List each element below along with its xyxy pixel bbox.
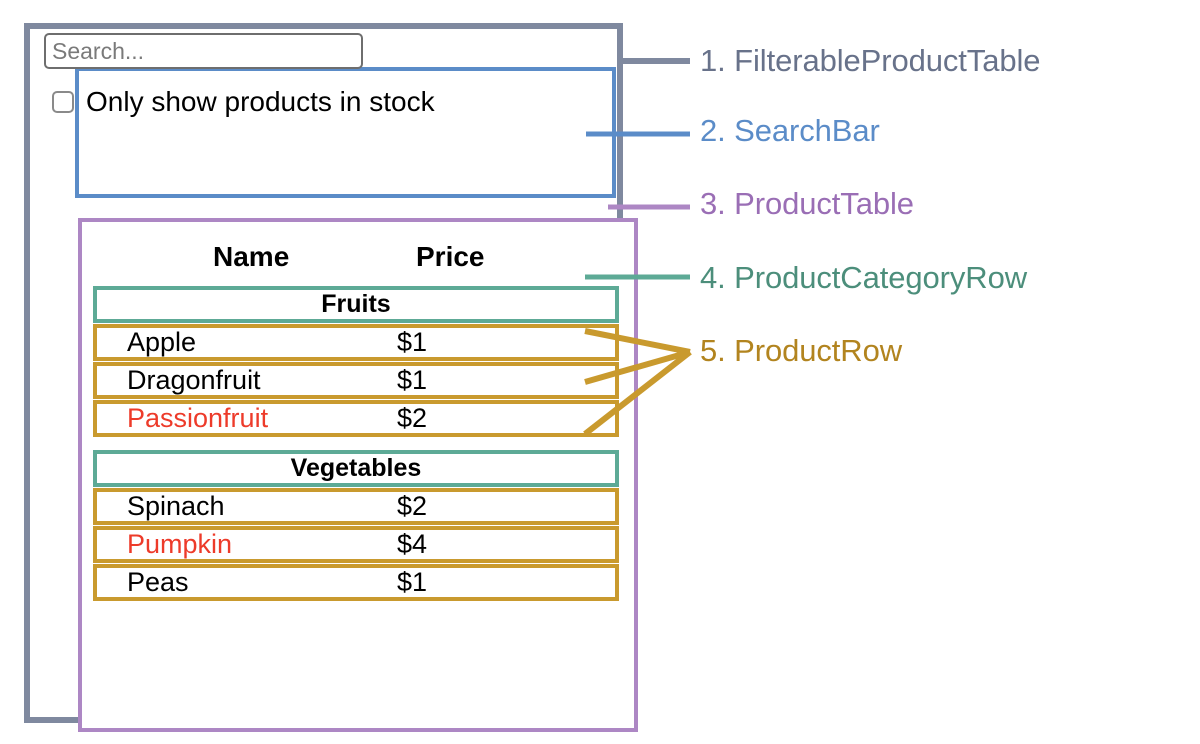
product-price: $1 bbox=[397, 365, 428, 395]
in-stock-filter[interactable]: Only show products in stock bbox=[52, 88, 435, 116]
search-bar-frame bbox=[75, 67, 616, 198]
category-label: Vegetables bbox=[290, 454, 422, 482]
product-price: $2 bbox=[397, 403, 428, 433]
product-table-body: Fruits Apple $1 Dragonfruit $1 Passionfr… bbox=[93, 286, 619, 602]
product-name: Peas bbox=[127, 567, 189, 597]
product-name: Spinach bbox=[127, 491, 225, 521]
product-table-frame: Name Price Fruits Apple $1 Dragonfruit $… bbox=[78, 218, 638, 732]
section-spacer bbox=[93, 438, 619, 450]
product-price: $4 bbox=[397, 529, 428, 559]
search-input[interactable] bbox=[44, 33, 363, 69]
legend-item-product-table: 3. ProductTable bbox=[700, 186, 914, 221]
in-stock-filter-label: Only show products in stock bbox=[86, 86, 435, 117]
product-row: Peas $1 bbox=[93, 564, 619, 601]
product-category-row: Fruits bbox=[93, 286, 619, 323]
category-label: Fruits bbox=[321, 290, 391, 318]
product-row: Apple $1 bbox=[93, 324, 619, 361]
legend-item-product-category-row: 4. ProductCategoryRow bbox=[700, 260, 1028, 295]
product-row: Passionfruit $2 bbox=[93, 400, 619, 437]
product-price: $2 bbox=[397, 491, 428, 521]
product-table-header: Name Price bbox=[82, 236, 634, 278]
filterable-product-table-frame: Name Price Fruits Apple $1 Dragonfruit $… bbox=[24, 23, 638, 732]
product-row: Pumpkin $4 bbox=[93, 526, 619, 563]
product-name: Passionfruit bbox=[127, 403, 269, 433]
product-price: $1 bbox=[397, 567, 428, 597]
product-row: Spinach $2 bbox=[93, 488, 619, 525]
product-category-row: Vegetables bbox=[93, 450, 619, 487]
legend-item-product-row: 5. ProductRow bbox=[700, 333, 903, 368]
checkbox-icon[interactable] bbox=[52, 91, 74, 113]
column-header-name: Name bbox=[213, 241, 290, 272]
legend-item-filterable-product-table: 1. FilterableProductTable bbox=[700, 43, 1041, 78]
product-name: Apple bbox=[127, 327, 197, 357]
legend-item-search-bar: 2. SearchBar bbox=[700, 113, 880, 148]
product-row: Dragonfruit $1 bbox=[93, 362, 619, 399]
product-name: Pumpkin bbox=[127, 529, 233, 559]
product-price: $1 bbox=[397, 327, 428, 357]
column-header-price: Price bbox=[416, 241, 485, 272]
product-name: Dragonfruit bbox=[127, 365, 261, 395]
